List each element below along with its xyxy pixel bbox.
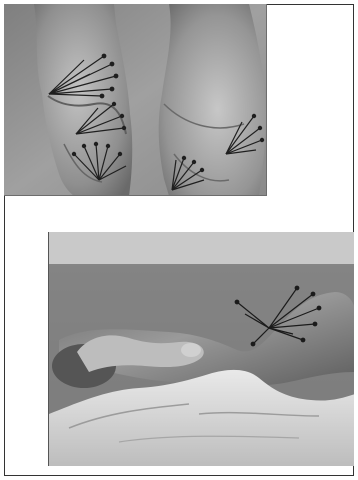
patient-hand-shape: [181, 343, 201, 357]
wall-strip: [49, 232, 354, 264]
side-lying-illustration: [49, 232, 354, 466]
figure-side-lying-arrows: [48, 232, 354, 466]
figure-posterior-torso-arrows: [4, 4, 267, 196]
posterior-torso-illustration: [4, 4, 267, 196]
